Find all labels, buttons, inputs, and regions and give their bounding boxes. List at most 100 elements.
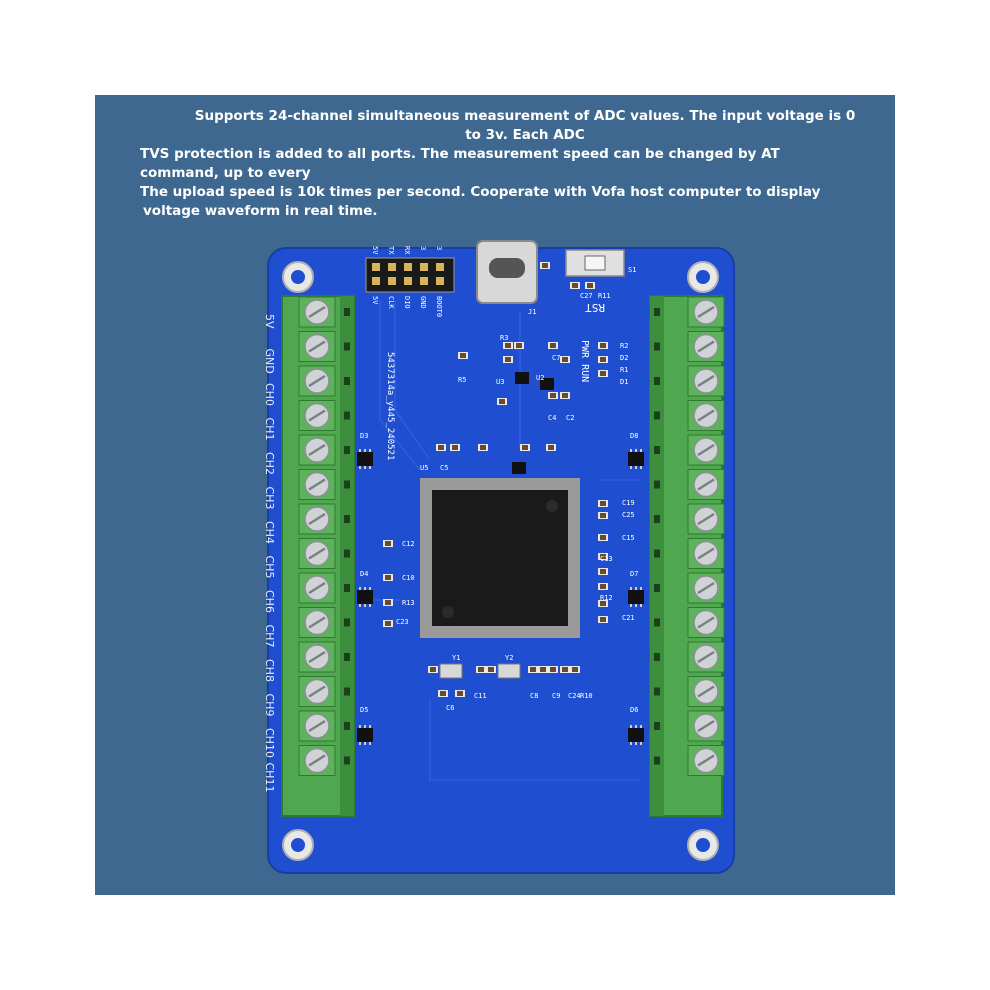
terminal-screw-icon	[298, 400, 350, 431]
smd-part-icon	[598, 616, 608, 623]
terminal-screw-icon	[654, 538, 725, 569]
terminal-screw-icon	[654, 434, 725, 466]
component-label: Y1	[452, 654, 460, 662]
header-pin-icon	[388, 277, 396, 285]
channel-label: CH0	[263, 383, 276, 406]
component-label: Y2	[505, 654, 513, 662]
terminal-screw-icon	[654, 745, 725, 776]
terminal-screw-icon	[654, 469, 725, 500]
terminal-screw-icon	[298, 434, 350, 466]
smd-part-icon	[538, 666, 548, 673]
smd-part-icon	[560, 356, 570, 363]
terminal-screw-icon	[298, 538, 350, 569]
reset-button-icon	[565, 249, 625, 277]
smd-part-icon	[478, 444, 488, 451]
terminal-screw-icon	[298, 572, 350, 604]
terminal-screw-icon	[298, 469, 350, 500]
channel-label: 5V	[263, 314, 276, 329]
smd-part-icon	[548, 666, 558, 673]
component-label: R10	[580, 692, 593, 700]
header-pin-icon	[436, 263, 444, 271]
smd-part-icon	[598, 600, 608, 607]
smd-part-icon	[546, 444, 556, 451]
smd-part-icon	[458, 352, 468, 359]
mounting-holes	[282, 261, 719, 861]
component-label: U2	[536, 374, 544, 382]
header-top-label: 3	[435, 246, 443, 250]
channel-label: CH8	[263, 659, 276, 682]
component-label: D6	[630, 706, 638, 714]
smd-part-icon	[503, 356, 513, 363]
component-label: C24	[568, 692, 581, 700]
left-terminal-block	[281, 295, 355, 817]
channel-label: CH9	[263, 694, 276, 717]
smd-part-icon	[436, 444, 446, 451]
smd-part-icon	[540, 262, 550, 269]
smd-part-icon	[450, 444, 460, 451]
component-label: R13	[402, 599, 415, 607]
smd-part-icon	[598, 370, 608, 377]
tvs-chip-icon	[357, 587, 373, 607]
component-label: J1	[528, 308, 536, 316]
terminal-screw-icon	[654, 572, 725, 604]
component-label: D5	[360, 706, 368, 714]
component-label: D7	[630, 570, 638, 578]
mount-hole-icon	[687, 829, 719, 861]
caption-text-1: Supports 24-channel simultaneous measure…	[194, 108, 856, 124]
smd-part-icon	[548, 392, 558, 399]
terminal-screw-icon	[298, 676, 350, 707]
caption-line-1: Supports 24-channel simultaneous measure…	[185, 107, 865, 145]
caption-text-5: The upload speed is 10k times per second…	[140, 184, 821, 200]
terminal-screw-icon	[298, 745, 350, 776]
component-label: U3	[496, 378, 504, 386]
channel-label: CH11	[263, 763, 276, 793]
channel-label: CH4	[263, 521, 276, 544]
smd-part-icon	[585, 282, 595, 289]
header-top-label: TX	[387, 246, 395, 255]
smd-part-icon	[570, 666, 580, 673]
component-label: R12	[600, 594, 613, 602]
smd-part-icon	[497, 398, 507, 405]
component-label: D4	[360, 570, 368, 578]
component-label: U5	[420, 464, 428, 472]
smd-part-icon	[570, 282, 580, 289]
terminal-screw-icon	[654, 676, 725, 707]
component-label: C25	[622, 511, 635, 519]
terminal-screw-icon	[654, 710, 725, 742]
header-label: DIO	[403, 296, 411, 309]
smd-part-icon	[438, 690, 448, 697]
tvs-chip-icon	[628, 449, 644, 469]
component-label: S1	[628, 266, 636, 274]
component-label: R11	[598, 292, 611, 300]
channel-label: CH7	[263, 625, 276, 648]
tvs-chip-icon	[357, 449, 373, 469]
smd-part-icon	[598, 583, 608, 590]
mount-hole-icon	[282, 261, 314, 293]
component-label: C13	[600, 555, 613, 563]
header-top-label: 5V	[371, 246, 379, 255]
smd-part-icon	[428, 666, 438, 673]
component-label: C4	[548, 414, 556, 422]
pwr-run-label: PWR RUN	[579, 340, 590, 382]
component-label: C5	[440, 464, 448, 472]
smd-part-icon	[598, 553, 608, 560]
debug-header	[365, 257, 455, 293]
terminal-screw-icon	[654, 607, 725, 638]
component-label: R2	[620, 342, 628, 350]
terminal-screw-icon	[298, 503, 350, 535]
header-label: CLK	[387, 296, 395, 309]
header-label: GND	[419, 296, 427, 309]
caption-text-3: TVS protection is added to all ports. Th…	[140, 146, 780, 162]
caption-line-2: TVS protection is added to all ports. Th…	[140, 145, 780, 183]
terminal-screw-icon	[654, 503, 725, 535]
tvs-chip-icon	[628, 725, 644, 745]
component-label: C27	[580, 292, 593, 300]
rst-label: RST	[585, 301, 605, 314]
terminal-screw-icon	[654, 641, 725, 673]
channel-label: CH10	[263, 728, 276, 758]
terminal-screw-icon	[654, 296, 725, 328]
component-label: R1	[620, 366, 628, 374]
